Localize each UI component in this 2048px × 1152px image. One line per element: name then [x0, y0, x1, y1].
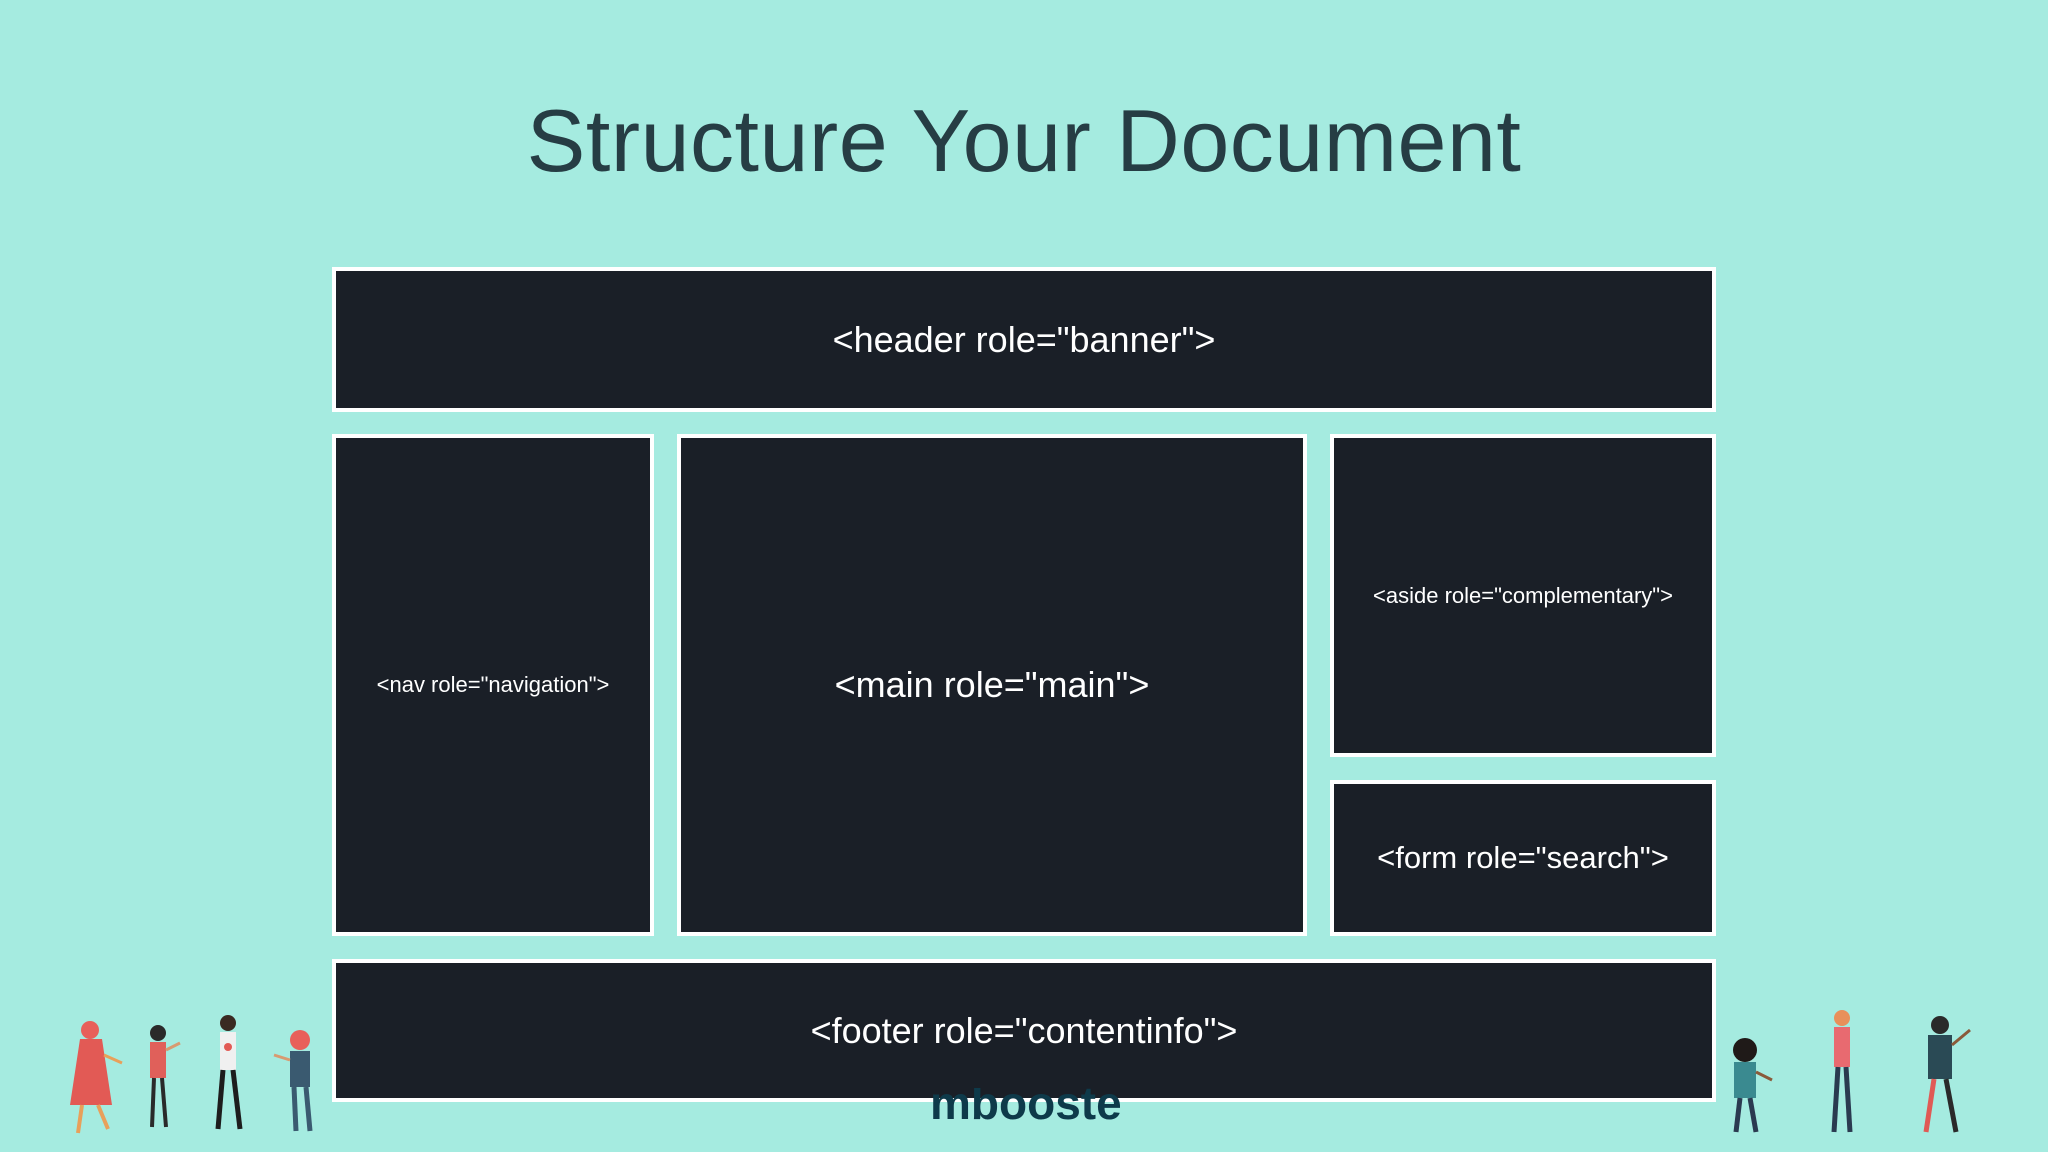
main-region-box: <main role="main">: [677, 434, 1307, 936]
person-figure: [1831, 1010, 1853, 1133]
nav-region-box: <nav role="navigation">: [332, 434, 654, 936]
people-illustration-icon: [1733, 1010, 1971, 1133]
search-region-box: <form role="search">: [1330, 780, 1716, 936]
search-region-label: <form role="search">: [1377, 840, 1669, 875]
nav-region-label: <nav role="navigation">: [376, 672, 610, 697]
header-region-label: <header role="banner">: [832, 318, 1216, 360]
header-region-box: <header role="banner">: [332, 267, 1716, 412]
aside-region-box: <aside role="complementary">: [1330, 434, 1716, 757]
person-figure: [70, 1021, 123, 1134]
person-figure: [1923, 1016, 1971, 1133]
footer-region-label: <footer role="contentinfo">: [810, 1009, 1238, 1051]
footer-region-box: <footer role="contentinfo">: [332, 959, 1716, 1102]
slide-title: Structure Your Document: [526, 91, 1522, 190]
person-figure: [150, 1025, 181, 1128]
people-illustration-icon: [70, 1015, 313, 1134]
main-region-label: <main role="main">: [834, 664, 1150, 705]
brand-logo: mbooster: [930, 1088, 1120, 1148]
person-figure: [215, 1015, 243, 1130]
person-figure: [273, 1030, 313, 1132]
brand-logo-text: mbooster: [930, 1088, 1120, 1129]
person-figure: [1733, 1038, 1773, 1133]
aside-region-label: <aside role="complementary">: [1373, 582, 1673, 608]
